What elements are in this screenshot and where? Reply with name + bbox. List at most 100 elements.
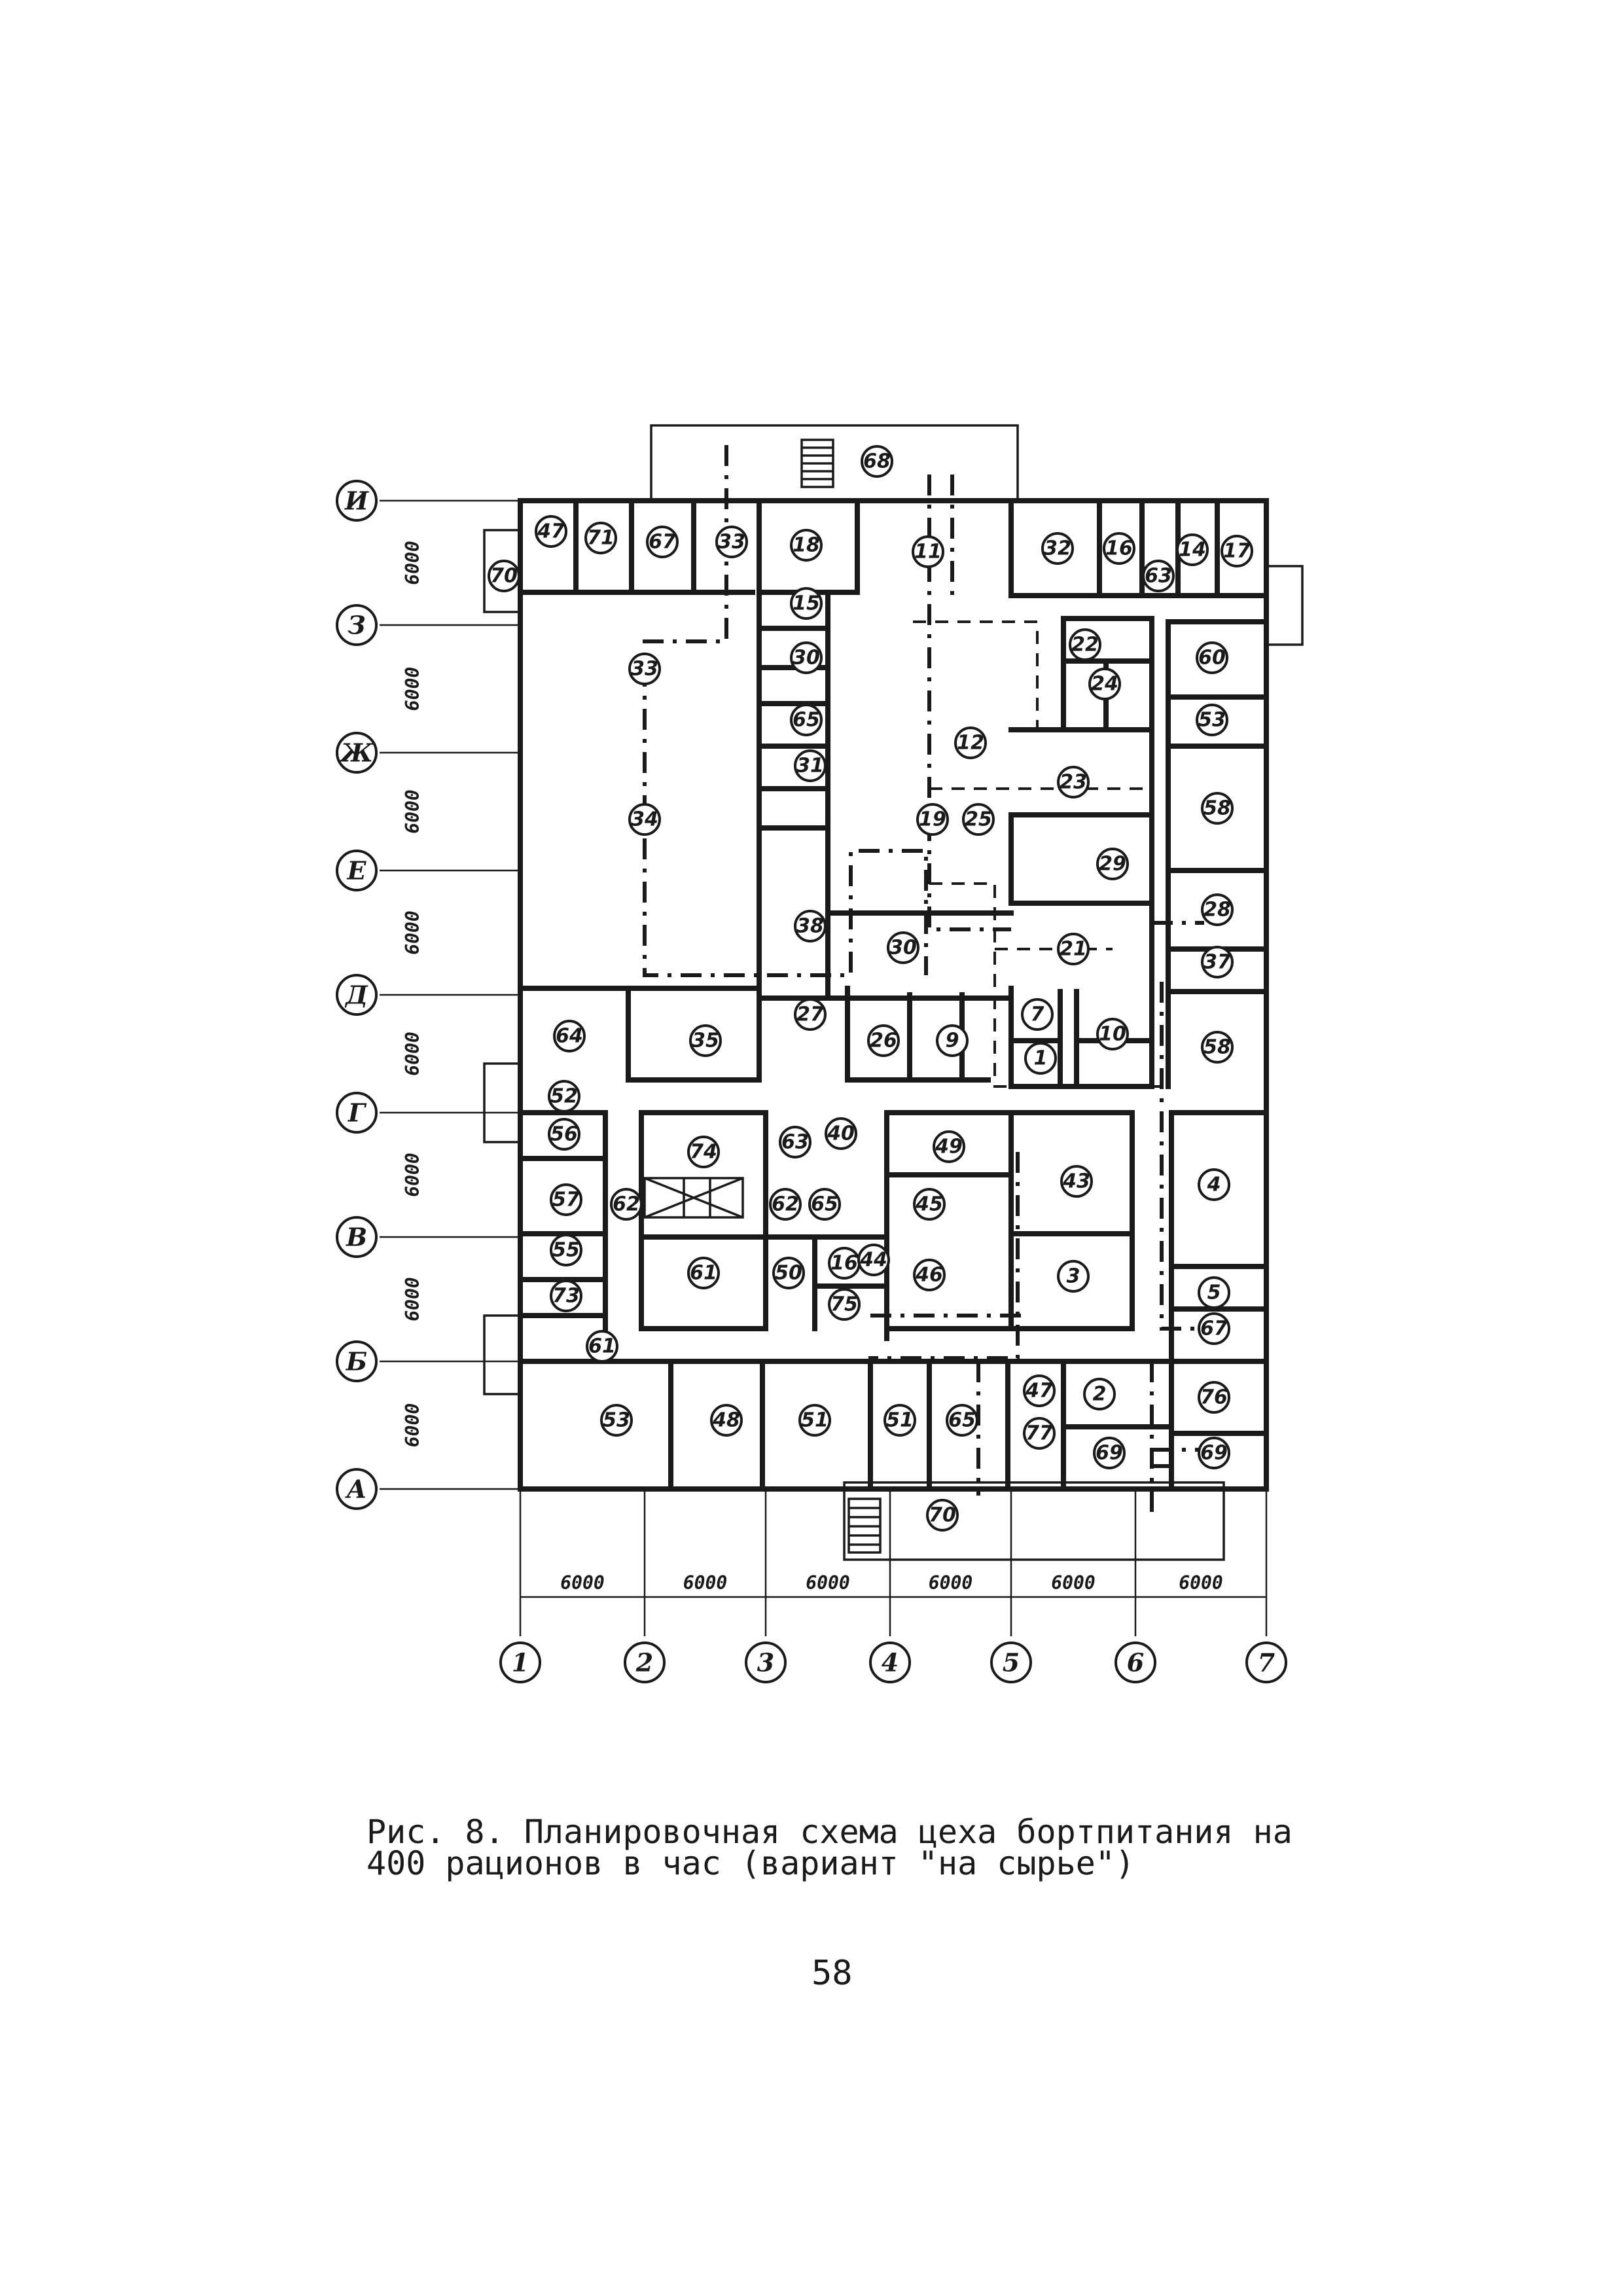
top-annex xyxy=(650,424,1019,502)
row-axis-label: А xyxy=(336,1468,378,1510)
svg-text:76: 76 xyxy=(1200,1386,1228,1409)
svg-text:Д: Д xyxy=(344,980,368,1010)
svg-text:24: 24 xyxy=(1091,673,1118,696)
room-number: 70 xyxy=(488,560,520,592)
row-axis-label: Д xyxy=(336,974,378,1016)
svg-text:34: 34 xyxy=(631,808,658,831)
column-spacing-label: 6000 xyxy=(1179,1572,1222,1594)
svg-text:26: 26 xyxy=(870,1030,897,1052)
room-number: 4 xyxy=(1198,1168,1230,1201)
room-number: 23 xyxy=(1057,766,1090,798)
row-axis-label: Ж xyxy=(336,732,378,774)
svg-text:62: 62 xyxy=(613,1193,640,1216)
svg-text:61: 61 xyxy=(588,1335,616,1358)
room-number: 73 xyxy=(550,1280,582,1312)
room-number: 48 xyxy=(710,1404,743,1437)
svg-text:Ж: Ж xyxy=(338,738,374,768)
room-number: 63 xyxy=(779,1126,812,1158)
svg-text:27: 27 xyxy=(796,1003,824,1026)
svg-text:2: 2 xyxy=(635,1648,653,1677)
svg-text:2: 2 xyxy=(1093,1383,1107,1406)
svg-text:73: 73 xyxy=(552,1285,580,1308)
caption-line-2: 400 рационов в час (вариант "на сырье") xyxy=(366,1844,1135,1882)
room-number: 76 xyxy=(1198,1381,1230,1414)
room-number: 5 xyxy=(1198,1276,1230,1309)
svg-text:43: 43 xyxy=(1062,1170,1090,1193)
row-axis-label: В xyxy=(336,1216,378,1258)
room-number: 16 xyxy=(828,1247,861,1280)
column-axis-label: 6 xyxy=(1115,1641,1156,1683)
room-number: 33 xyxy=(628,653,661,685)
svg-text:1: 1 xyxy=(512,1648,529,1677)
svg-text:75: 75 xyxy=(830,1293,858,1316)
svg-text:63: 63 xyxy=(781,1131,809,1154)
room-number: 3 xyxy=(1057,1260,1090,1293)
svg-text:62: 62 xyxy=(772,1193,799,1216)
row-spacing-label: 6000 xyxy=(402,667,423,711)
row-spacing-label: 6000 xyxy=(402,1153,423,1196)
room-number: 30 xyxy=(790,641,823,674)
column-axis-label: 4 xyxy=(869,1641,911,1683)
room-number: 56 xyxy=(548,1118,580,1151)
room-number: 58 xyxy=(1201,792,1234,825)
room-number: 7 xyxy=(1021,998,1054,1031)
room-number: 65 xyxy=(808,1188,841,1221)
room-number: 52 xyxy=(548,1080,580,1113)
svg-text:16: 16 xyxy=(1105,537,1133,560)
outer-wall xyxy=(518,498,1269,1492)
svg-text:3: 3 xyxy=(1067,1265,1080,1288)
svg-text:28: 28 xyxy=(1204,899,1231,922)
room-number: 67 xyxy=(646,526,679,558)
svg-text:74: 74 xyxy=(690,1141,717,1164)
room-number: 61 xyxy=(687,1257,720,1289)
svg-text:А: А xyxy=(345,1475,367,1504)
column-axis-label: 3 xyxy=(745,1641,787,1683)
row-axis-label: Г xyxy=(336,1092,378,1134)
svg-text:69: 69 xyxy=(1096,1442,1123,1465)
svg-text:65: 65 xyxy=(793,709,820,732)
svg-text:7: 7 xyxy=(1031,1003,1044,1026)
svg-text:51: 51 xyxy=(801,1409,829,1432)
room-number: 15 xyxy=(790,587,823,620)
room-number: 58 xyxy=(1201,1031,1234,1064)
room-number: 44 xyxy=(857,1244,890,1276)
svg-text:65: 65 xyxy=(948,1409,976,1432)
row-axes: И6000З6000Ж6000Е6000Д6000Г6000В6000Б6000… xyxy=(336,480,520,1510)
column-spacing-label: 6000 xyxy=(929,1572,972,1594)
room-number: 22 xyxy=(1069,628,1101,661)
svg-text:48: 48 xyxy=(712,1409,740,1432)
column-axis-label: 7 xyxy=(1245,1641,1287,1683)
room-number: 60 xyxy=(1196,641,1228,674)
svg-text:45: 45 xyxy=(915,1193,943,1216)
svg-text:15: 15 xyxy=(793,592,820,615)
room-number: 43 xyxy=(1060,1165,1093,1198)
room-number: 67 xyxy=(1198,1312,1230,1345)
room-number: 49 xyxy=(933,1130,965,1163)
svg-text:50: 50 xyxy=(775,1262,802,1285)
left-vestibule-mid xyxy=(483,1062,520,1143)
svg-text:69: 69 xyxy=(1200,1442,1228,1465)
svg-text:53: 53 xyxy=(1198,709,1226,732)
svg-text:17: 17 xyxy=(1223,540,1251,563)
room-number: 77 xyxy=(1023,1417,1056,1450)
row-axis-label: Б xyxy=(336,1340,378,1382)
svg-text:55: 55 xyxy=(552,1239,580,1262)
room-number: 74 xyxy=(687,1136,720,1168)
room-number: 24 xyxy=(1088,668,1121,700)
svg-text:77: 77 xyxy=(1026,1422,1053,1445)
room-number: 47 xyxy=(535,515,567,548)
svg-text:61: 61 xyxy=(690,1262,717,1285)
room-number: 64 xyxy=(553,1020,586,1052)
room-number: 17 xyxy=(1221,535,1253,567)
room-number: 25 xyxy=(962,803,995,836)
room-number: 75 xyxy=(828,1288,861,1321)
column-spacing-label: 6000 xyxy=(560,1572,604,1594)
svg-text:51: 51 xyxy=(886,1409,914,1432)
svg-text:33: 33 xyxy=(718,531,745,554)
svg-text:37: 37 xyxy=(1204,951,1231,974)
room-number: 71 xyxy=(584,522,617,554)
svg-text:46: 46 xyxy=(915,1264,943,1287)
room-number: 35 xyxy=(689,1024,722,1057)
